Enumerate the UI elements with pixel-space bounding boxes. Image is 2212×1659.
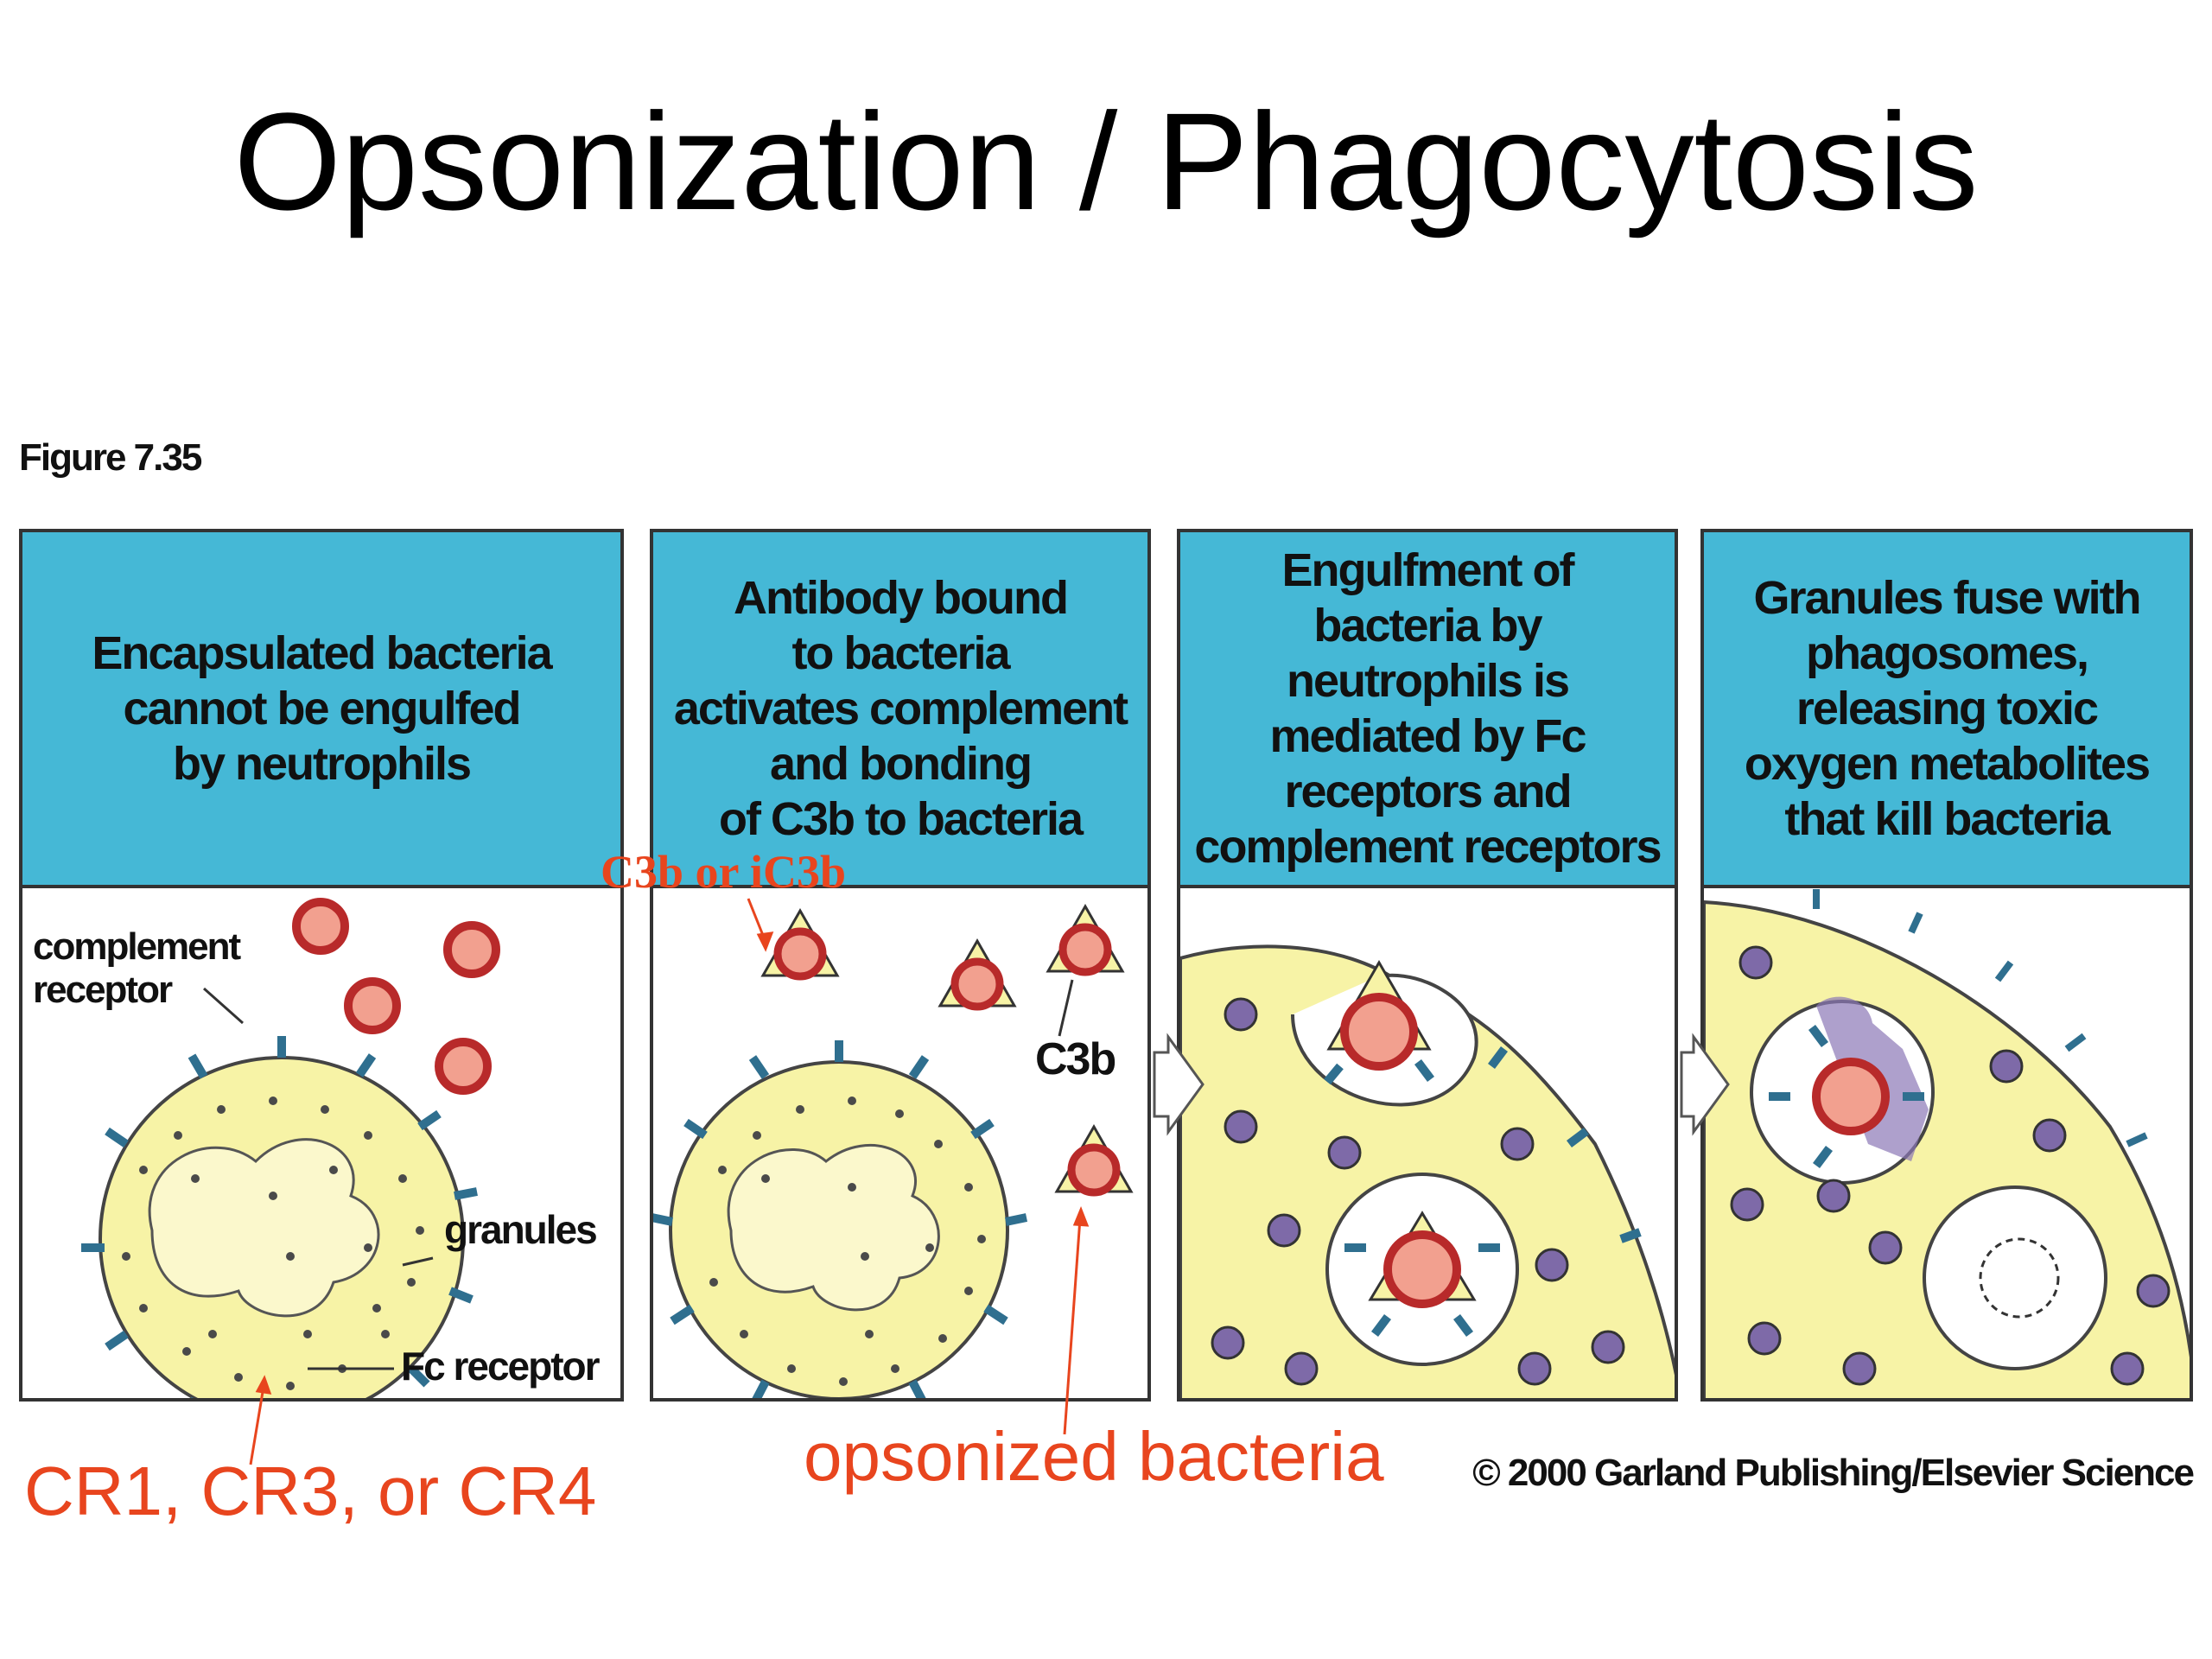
- cell-surface-receptors: [1813, 889, 2148, 1147]
- panel-3-header: Engulfment of bacteria by neutrophils is…: [1180, 532, 1675, 888]
- panel-2-caption: Antibody bound to bacteria activates com…: [673, 572, 1128, 845]
- panel-4-header: Granules fuse with phagosomes, releasing…: [1704, 532, 2190, 888]
- receptors: [1769, 1025, 1924, 1168]
- receptors: [1324, 1046, 1642, 1337]
- panel-3: Engulfment of bacteria by neutrophils is…: [1177, 529, 1678, 1402]
- panel-2-illustration: [653, 903, 1134, 1398]
- panel-4: Granules fuse with phagosomes, releasing…: [1700, 529, 2193, 1402]
- panel-1: Encapsulated bacteria cannot be engulfed…: [19, 529, 624, 1402]
- neutrophil: [669, 1060, 1009, 1398]
- panel-3-caption: Engulfment of bacteria by neutrophils is…: [1194, 544, 1662, 873]
- c3b-or-ic3b-annotation: C3b or iC3b: [601, 846, 847, 898]
- opsonized-bacteria: [760, 903, 1134, 1197]
- opsonized-bacteria-annotation: opsonized bacteria: [804, 1418, 1384, 1495]
- encapsulated-bacteria: [292, 898, 500, 1095]
- panel-4-illustration: [1704, 889, 2190, 1398]
- cr-receptors-annotation: CR1, CR3, or CR4: [24, 1452, 597, 1529]
- panel-3-illustration: [1180, 944, 1675, 1398]
- granules: [1730, 945, 2171, 1386]
- copyright-notice: © 2000 Garland Publishing/Elsevier Scien…: [1472, 1452, 2195, 1494]
- neutrophil: [99, 1056, 465, 1398]
- complement-receptor-label: complement receptor: [33, 925, 241, 1011]
- vacuole: [1923, 1185, 2107, 1370]
- figure-label: Figure 7.35: [19, 436, 202, 479]
- granules-label: granules: [444, 1207, 598, 1252]
- panel-1-illustration: [81, 898, 500, 1398]
- granules: [1211, 997, 1625, 1386]
- page-title: Opsonization / Phagocytosis: [233, 84, 1979, 238]
- panel-2-header: Antibody bound to bacteria activates com…: [653, 532, 1147, 888]
- phagosome: [1325, 1173, 1519, 1366]
- granules: [122, 1096, 424, 1390]
- fc-receptor-label: Fc receptor: [401, 1344, 601, 1389]
- granules: [709, 1096, 986, 1386]
- panel-2: Antibody bound to bacteria activates com…: [650, 529, 1151, 1402]
- panel-4-caption: Granules fuse with phagosomes, releasing…: [1744, 572, 2151, 845]
- receptors: [81, 1036, 478, 1398]
- neutrophil-cytoplasm: [1180, 944, 1675, 1398]
- panel-1-caption: Encapsulated bacteria cannot be engulfed…: [92, 627, 552, 790]
- receptors: [653, 1040, 1028, 1398]
- panel-1-header: Encapsulated bacteria cannot be engulfed…: [22, 532, 620, 888]
- c3b-label: C3b: [1035, 1034, 1116, 1084]
